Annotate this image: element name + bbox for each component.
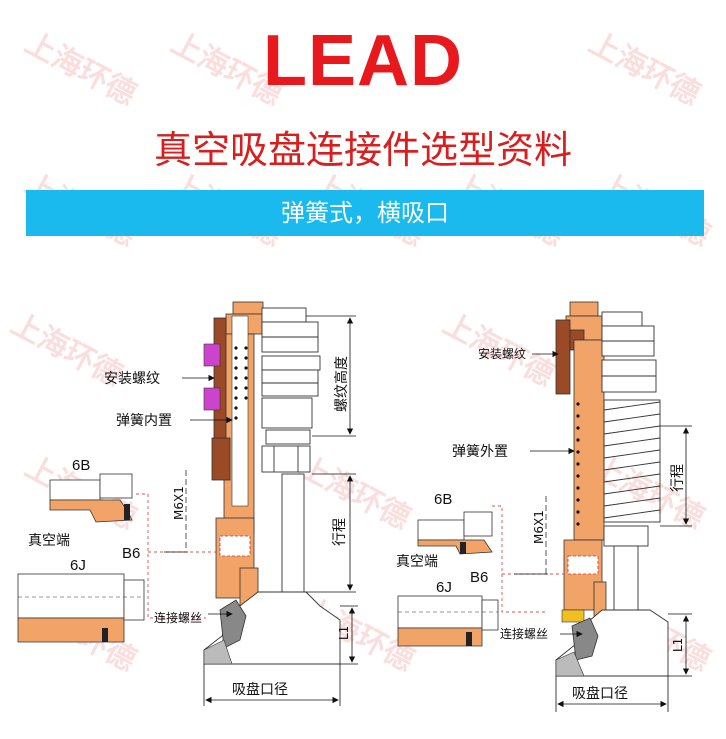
right-label-b6: B6	[470, 569, 488, 586]
left-label-l1: L1	[337, 626, 351, 640]
left-diagram: 安装螺纹 弹簧内置 螺纹高度 M6X1 行程 真空端 6B B6 6J 连接螺丝…	[17, 301, 358, 706]
right-label-6b: 6B	[434, 491, 452, 508]
left-label-vacuum-end: 真空端	[28, 533, 70, 549]
left-label-connect-thread: 连接螺丝	[154, 610, 202, 625]
right-fitting-outline	[492, 505, 568, 613]
right-diagram: 安装螺纹 弹簧外置 行程 M6X1 真空端 6B B6 6J 连接螺丝 L1 吸…	[396, 301, 692, 712]
right-label-l1: L1	[671, 638, 685, 652]
right-suction-cup	[555, 609, 669, 677]
right-fitting-6j	[397, 595, 499, 647]
left-label-6b: 6B	[72, 457, 90, 474]
right-leaders	[514, 350, 583, 638]
left-label-6j: 6J	[70, 557, 86, 574]
section-banner: 弹簧式，横吸口	[26, 190, 704, 236]
left-fitting-6b	[49, 473, 133, 523]
right-label-m6x1: M6X1	[532, 510, 546, 544]
right-label-connect-thread: 连接螺丝	[500, 626, 548, 641]
left-spring	[234, 346, 248, 420]
left-label-stroke: 行程	[332, 518, 348, 546]
right-nut-stack	[601, 311, 657, 547]
right-cup-diameter-dim	[555, 676, 669, 712]
left-thread-height-dim	[306, 315, 356, 437]
left-label-spring-inner: 弹簧内置	[116, 413, 172, 429]
right-label-stroke: 行程	[670, 464, 686, 492]
right-label-6j: 6J	[436, 579, 452, 596]
left-cup-diameter-dim	[203, 664, 341, 706]
left-label-b6: B6	[122, 545, 140, 562]
left-label-thread-height: 螺纹高度	[333, 356, 350, 412]
left-nut-stack	[261, 307, 321, 473]
right-label-cup-diameter: 吸盘口径	[572, 685, 628, 702]
left-l1-dim	[340, 605, 358, 665]
left-fitting-outline	[136, 493, 218, 619]
right-external-spring	[603, 399, 661, 523]
left-label-cup-diameter: 吸盘口径	[232, 681, 288, 698]
right-l1-dim	[668, 613, 692, 677]
left-shaft	[281, 473, 305, 593]
brand-logo: LEAD	[263, 21, 463, 101]
right-label-spring-outer: 弹簧外置	[452, 444, 508, 460]
page-title: 真空吸盘连接件选型资料	[153, 128, 572, 172]
left-fitting-6j	[17, 573, 145, 643]
left-seal-tab	[203, 343, 221, 367]
left-label-install-thread: 安装螺纹	[104, 371, 160, 387]
right-label-install-thread: 安装螺纹	[478, 346, 526, 361]
left-seal-tab	[203, 387, 221, 411]
right-label-vacuum-end: 真空端	[396, 554, 438, 570]
right-spring	[576, 402, 580, 526]
left-suction-cup	[203, 591, 341, 665]
left-leaders	[164, 374, 233, 618]
right-shaft	[613, 545, 639, 611]
right-connector-body	[555, 301, 607, 641]
left-label-m6x1: M6X1	[172, 486, 186, 520]
right-fitting-6b	[417, 511, 493, 555]
left-stroke-dim	[306, 473, 356, 593]
right-stroke-dim	[660, 425, 692, 527]
